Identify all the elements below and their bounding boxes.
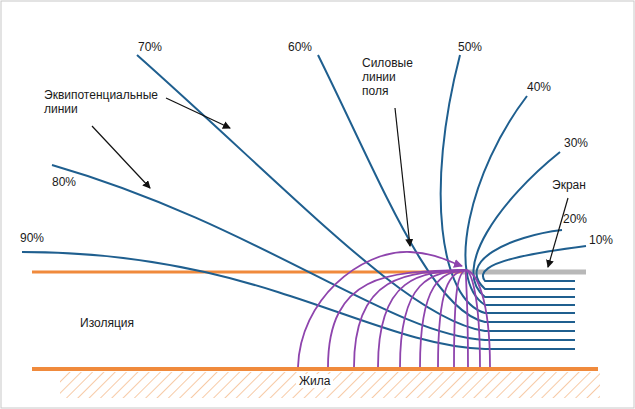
equipotential-line: [137, 55, 575, 331]
label: Изоляция: [80, 316, 134, 330]
leader-arrows: [92, 98, 568, 267]
equipotential-line: [318, 55, 575, 322]
label: 80%: [52, 175, 76, 189]
field-line: [328, 270, 466, 367]
label: 90%: [20, 231, 44, 245]
field-line: [466, 270, 490, 367]
field-line: [378, 270, 466, 367]
field-line: [466, 270, 468, 367]
insulation-surface: [32, 271, 462, 274]
leader-line: [166, 98, 230, 128]
field-line: [454, 270, 466, 367]
core-hatching: [60, 372, 600, 398]
label: Экран: [552, 178, 586, 192]
field-line: [438, 270, 466, 367]
label: Силовые линии поля: [362, 56, 422, 98]
label: 60%: [288, 40, 312, 54]
screen: [462, 270, 586, 275]
leader-line: [92, 126, 150, 188]
equipotential-line: [22, 252, 575, 349]
field-lines: [298, 252, 490, 367]
core-surface: [32, 367, 598, 371]
field-line: [400, 270, 466, 367]
equipotential-line: [465, 96, 575, 305]
label: 10%: [589, 233, 613, 247]
equipotential-line: [483, 246, 586, 281]
field-line: [420, 270, 466, 367]
leader-line: [395, 108, 410, 246]
equipotential-lines: [22, 55, 586, 349]
equipotential-line: [476, 230, 575, 289]
label: Жила: [296, 374, 333, 388]
label: 30%: [564, 136, 588, 150]
label: Эквипотенциальные линии: [44, 88, 174, 116]
label: 40%: [527, 80, 551, 94]
label: 20%: [563, 212, 587, 226]
field-line: [354, 270, 466, 367]
leader-line: [548, 198, 568, 267]
equipotential-line: [473, 152, 575, 297]
label: 70%: [138, 40, 162, 54]
label: 50%: [458, 40, 482, 54]
